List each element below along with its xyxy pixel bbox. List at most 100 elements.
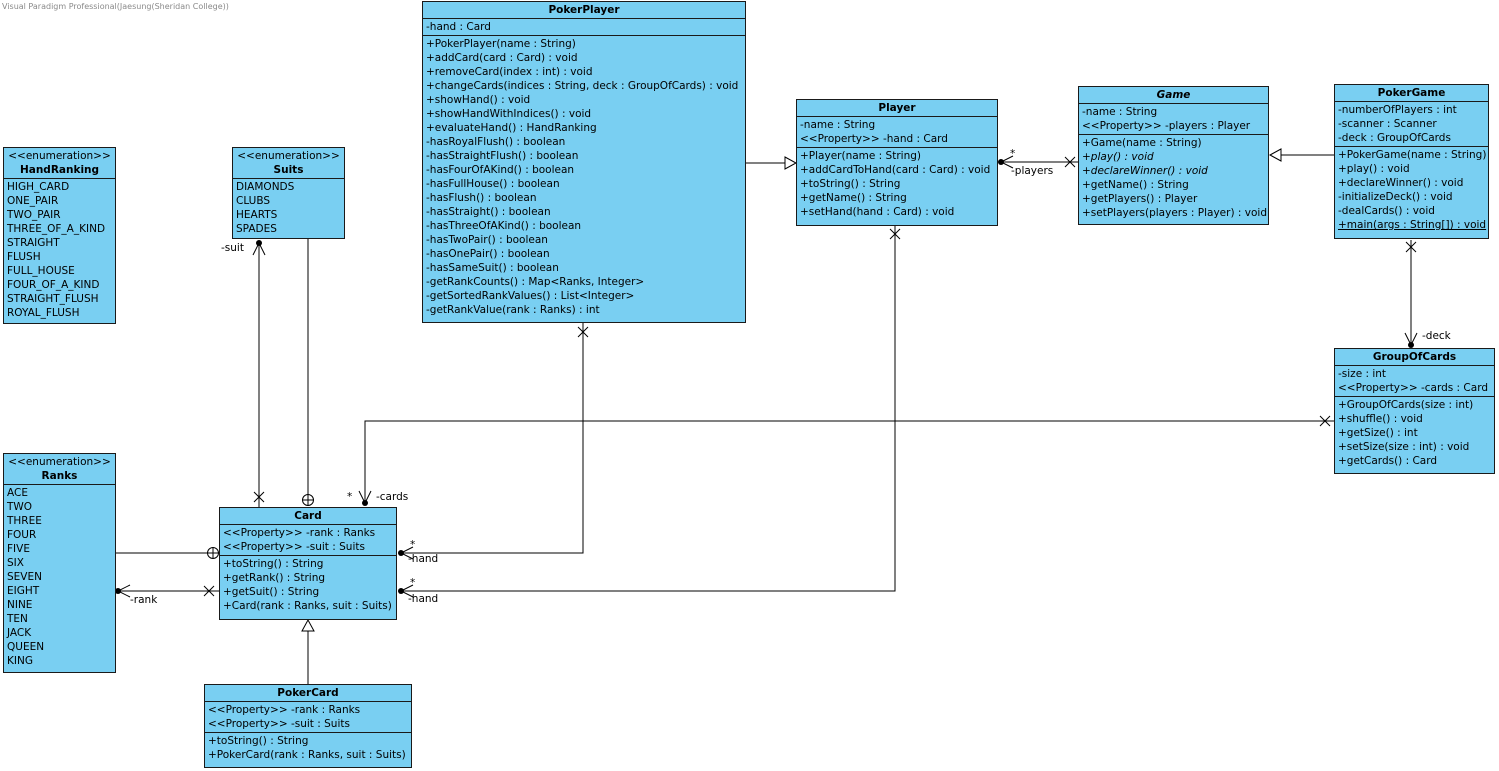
member-row: +PokerGame(name : String)	[1338, 149, 1487, 161]
class-player[interactable]: Player -name : String <<Property>> -hand …	[796, 99, 998, 226]
member-row: ONE_PAIR	[7, 195, 59, 207]
member-row: +setPlayers(players : Player) : void	[1082, 207, 1267, 219]
class-header: <<enumeration>> Ranks	[4, 454, 115, 485]
class-header: Game	[1079, 87, 1268, 104]
groupofcards-card-association	[364, 420, 1334, 503]
class-card[interactable]: Card <<Property>> -rank : Ranks<<Propert…	[219, 507, 397, 620]
pokerplayer-card-association	[401, 322, 584, 554]
member-row: +getName() : String	[1082, 179, 1189, 191]
player-card-association	[401, 226, 896, 592]
deck-role-label: -deck	[1422, 330, 1451, 342]
member-row: -name : String	[800, 119, 876, 131]
member-row: STRAIGHT_FLUSH	[7, 293, 99, 305]
class-pokergame[interactable]: PokerGame -numberOfPlayers : int-scanner…	[1334, 84, 1489, 239]
member-row: <<Property>> -players : Player	[1082, 120, 1251, 132]
operations-section: +GroupOfCards(size : int)+shuffle() : vo…	[1335, 397, 1494, 469]
member-row: +removeCard(index : int) : void	[426, 66, 593, 78]
class-name: Card	[294, 510, 322, 522]
attributes-section: -numberOfPlayers : int -scanner : Scanner…	[1335, 102, 1488, 147]
class-name: Player	[878, 102, 916, 114]
class-header: <<enumeration>> Suits	[233, 148, 344, 179]
member-row: FOUR	[7, 529, 37, 541]
class-groupofcards[interactable]: GroupOfCards -size : int<<Property>> -ca…	[1334, 348, 1495, 474]
member-row: -getRankCounts() : Map<Ranks, Integer>	[426, 276, 645, 288]
member-row: +showHandWithIndices() : void	[426, 108, 592, 120]
deck-ownership-dot	[1408, 342, 1414, 348]
member-row: +toString() : String	[223, 558, 324, 570]
member-row: +GroupOfCards(size : int)	[1338, 399, 1474, 411]
class-name: Suits	[273, 164, 304, 176]
member-row: JACK	[7, 627, 32, 639]
member-row: -hasTwoPair() : boolean	[426, 234, 548, 246]
class-header: Player	[797, 100, 997, 117]
member-row: -numberOfPlayers : int	[1338, 104, 1457, 116]
member-row: SPADES	[236, 223, 277, 235]
member-row: CLUBS	[236, 195, 271, 207]
attributes-section: <<Property>> -rank : Ranks<<Property>> -…	[205, 702, 411, 733]
member-row: +getRank() : String	[223, 572, 326, 584]
member-row: +toString() : String	[208, 735, 309, 747]
member-row: -hasRoyalFlush() : boolean	[426, 136, 566, 148]
member-row: FIVE	[7, 543, 30, 555]
class-game[interactable]: Game -name : String <<Property>> -players…	[1078, 86, 1269, 225]
class-name: Ranks	[41, 470, 78, 482]
member-row: +getSuit() : String	[223, 586, 320, 598]
member-row: NINE	[7, 599, 33, 611]
member-row: +play() : void	[1082, 151, 1154, 163]
operations-section: +PokerGame(name : String)+play() : void+…	[1335, 147, 1488, 233]
pokergame-x-mark-b	[1405, 241, 1417, 253]
member-row: +Game(name : String)	[1082, 137, 1202, 149]
operations-section: +Game(name : String) +play() : void +decla…	[1079, 135, 1268, 221]
member-row: -initializeDeck() : void	[1338, 191, 1453, 203]
class-name: HandRanking	[19, 164, 100, 176]
players-ownership-dot	[998, 159, 1004, 165]
pokerplayer-hand-dot	[398, 550, 404, 556]
attributes-section: -name : String <<Property>> -players : Pl…	[1079, 104, 1268, 135]
member-row: TEN	[7, 613, 28, 625]
member-row: <<Property>> -suit : Suits	[223, 541, 365, 553]
member-row: -hasFlush() : boolean	[426, 192, 537, 204]
member-row: +main(args : String[]) : void	[1338, 219, 1487, 231]
attributes-section: -name : String <<Property>> -hand : Card	[797, 117, 997, 148]
member-row: +setSize(size : int) : void	[1338, 441, 1470, 453]
class-pokercard[interactable]: PokerCard <<Property>> -rank : Ranks<<Pr…	[204, 684, 412, 768]
watermark-text: Visual Paradigm Professional(Jaesung(She…	[2, 2, 229, 11]
member-row: <<Property>> -hand : Card	[800, 133, 948, 145]
pokercard-generalization-triangle	[301, 618, 315, 632]
member-row: <<Property>> -rank : Ranks	[208, 704, 361, 716]
member-row: ACE	[7, 487, 28, 499]
card-suit-x-mark-b	[253, 491, 265, 503]
attributes-section: -hand : Card	[423, 19, 745, 36]
cards-role-label: -cards	[376, 491, 409, 503]
class-header: GroupOfCards	[1335, 349, 1494, 366]
member-row: -name : String	[1082, 106, 1158, 118]
member-row: FULL_HOUSE	[7, 265, 75, 277]
class-header: <<enumeration>> HandRanking	[4, 148, 115, 179]
member-row: HEARTS	[236, 209, 278, 221]
member-row: +declareWinner() : void	[1082, 165, 1208, 177]
cards-multiplicity-label: *	[347, 491, 353, 503]
member-row: +changeCards(indices : String, deck : Gr…	[426, 80, 739, 92]
class-pokerplayer[interactable]: PokerPlayer -hand : Card +PokerPlayer(na…	[422, 1, 746, 323]
member-row: +setHand(hand : Card) : void	[800, 206, 955, 218]
member-row: -deck : GroupOfCards	[1338, 132, 1451, 144]
players-multiplicity-label: *	[1010, 148, 1016, 160]
member-row: +getName() : String	[800, 192, 907, 204]
member-row: -hasStraight() : boolean	[426, 206, 551, 218]
member-row: TWO	[7, 501, 33, 513]
class-header: PokerPlayer	[423, 2, 745, 19]
pokerplayer-hand-role-label: -hand	[408, 553, 439, 565]
member-row: -scanner : Scanner	[1338, 118, 1437, 130]
member-row: TWO_PAIR	[7, 209, 61, 221]
class-header: Card	[220, 508, 396, 525]
member-row: +PokerCard(rank : Ranks, suit : Suits)	[208, 749, 406, 761]
member-row: <<Property>> -cards : Card	[1338, 382, 1488, 394]
member-row: SIX	[7, 557, 24, 569]
stereotype: <<enumeration>>	[237, 150, 340, 162]
member-row: +Card(rank : Ranks, suit : Suits)	[223, 600, 392, 612]
